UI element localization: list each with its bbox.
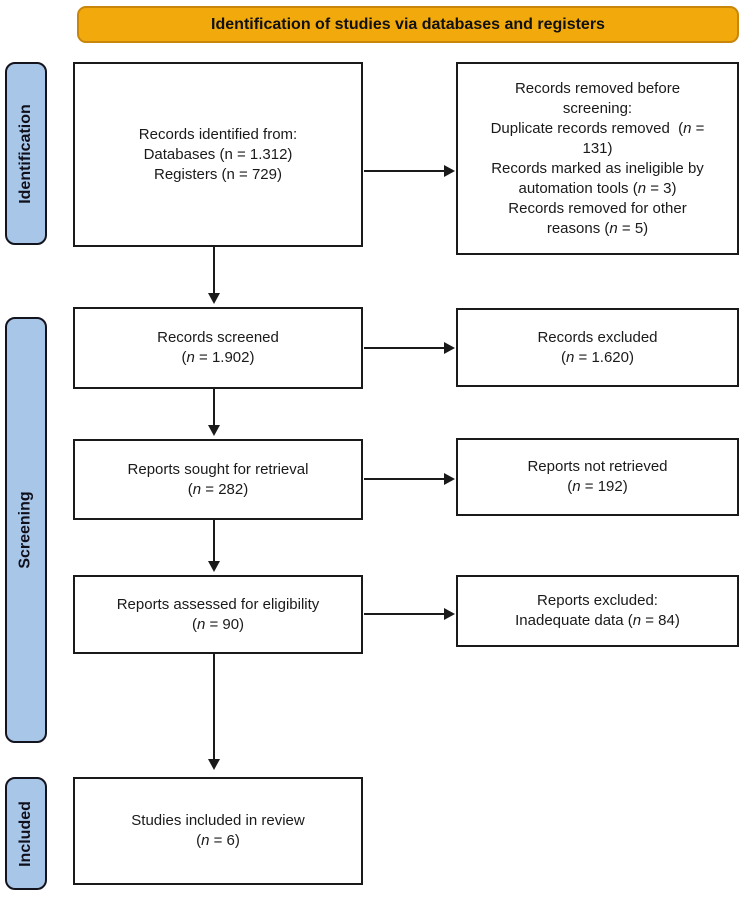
stage-label-identification: Identification — [5, 62, 47, 245]
box-text-line: (n = 1.620) — [561, 348, 634, 366]
box-text-line: Reports assessed for eligibility — [116, 595, 320, 613]
arrow-shaft — [364, 347, 444, 349]
box-text-line: reasons (n = 5) — [546, 219, 649, 237]
arrow-right-assessed-to-excluded — [364, 608, 455, 620]
arrow-shaft — [364, 613, 444, 615]
arrow-down-assessed-to-included — [208, 654, 220, 770]
box-text-line: automation tools (n = 3) — [518, 179, 677, 197]
box-text-line: Records removed for other — [508, 199, 687, 217]
box-reports-sought-for-retrieval: Reports sought for retrieval (n = 282) — [73, 439, 363, 520]
box-reports-excluded: Reports excluded: Inadequate data (n = 84… — [456, 575, 739, 647]
arrow-down-screened-to-sought — [208, 389, 220, 436]
arrow-down-sought-to-assessed — [208, 520, 220, 572]
box-text-line: Records marked as ineligible by — [491, 159, 704, 177]
arrow-shaft — [364, 478, 444, 480]
arrow-down-identified-to-screened — [208, 247, 220, 304]
box-text-line: Reports sought for retrieval — [127, 460, 309, 478]
box-records-identified: Records identified from: Databases (n = 1… — [73, 62, 363, 247]
box-text-line: Records screened — [157, 329, 279, 346]
arrow-right-screened-to-excluded — [364, 342, 455, 354]
arrow-head-icon — [208, 561, 220, 572]
box-text-line: Records excluded — [537, 328, 658, 346]
stage-label-screening: Screening — [5, 317, 47, 743]
box-text-line: Studies included in review — [131, 812, 305, 829]
box-text-line: Duplicate records removed (n = — [490, 119, 705, 137]
stage-label-included-text: Included — [17, 800, 34, 867]
box-text-line: Inadequate data (n = 84) — [515, 612, 680, 629]
box-text-line: (n = 192) — [567, 478, 628, 495]
box-text-line: screening: — [562, 99, 633, 117]
arrow-head-icon — [444, 608, 455, 620]
arrow-shaft — [213, 654, 215, 759]
box-records-screened: Records screened (n = 1.902) — [73, 307, 363, 389]
arrow-shaft — [364, 170, 444, 172]
box-text-line: (n = 90) — [191, 615, 245, 633]
box-text-line: Registers (n = 729) — [154, 165, 282, 183]
box-reports-assessed-for-eligibility: Reports assessed for eligibility (n = 90) — [73, 575, 363, 654]
arrow-shaft — [213, 520, 215, 561]
arrow-right-sought-to-not-retrieved — [364, 473, 455, 485]
arrow-head-icon — [208, 293, 220, 304]
box-reports-not-retrieved: Reports not retrieved (n = 192) — [456, 438, 739, 516]
arrow-head-icon — [208, 759, 220, 770]
banner-title: Identification of studies via databases … — [77, 6, 739, 43]
arrow-right-identified-to-removed — [364, 165, 455, 177]
stage-label-screening-text: Screening — [17, 491, 35, 569]
stage-label-included: Included — [5, 777, 47, 890]
box-text-line: Reports not retrieved — [527, 458, 668, 475]
box-records-removed-before-screening: Records removed before screening: Duplicat… — [456, 62, 739, 255]
box-text-line: (n = 1.902) — [181, 349, 255, 366]
arrow-head-icon — [444, 473, 455, 485]
box-text-line: (n = 6) — [196, 832, 240, 849]
box-studies-included-in-review: Studies included in review (n = 6) — [73, 777, 363, 885]
box-records-excluded: Records excluded (n = 1.620) — [456, 308, 739, 387]
arrow-head-icon — [444, 342, 455, 354]
stage-label-identification-text: Identification — [17, 103, 34, 204]
box-text-line: (n = 282) — [187, 480, 249, 498]
arrow-shaft — [213, 389, 215, 425]
box-text-line: Reports excluded: — [537, 592, 658, 609]
arrow-head-icon — [444, 165, 455, 177]
box-text-line: 131) — [582, 139, 613, 157]
arrow-shaft — [213, 247, 215, 293]
box-text-line: Records identified from: — [138, 125, 298, 143]
arrow-head-icon — [208, 425, 220, 436]
box-text-line: Records removed before — [514, 79, 681, 97]
box-text-line: Databases (n = 1.312) — [143, 145, 293, 163]
